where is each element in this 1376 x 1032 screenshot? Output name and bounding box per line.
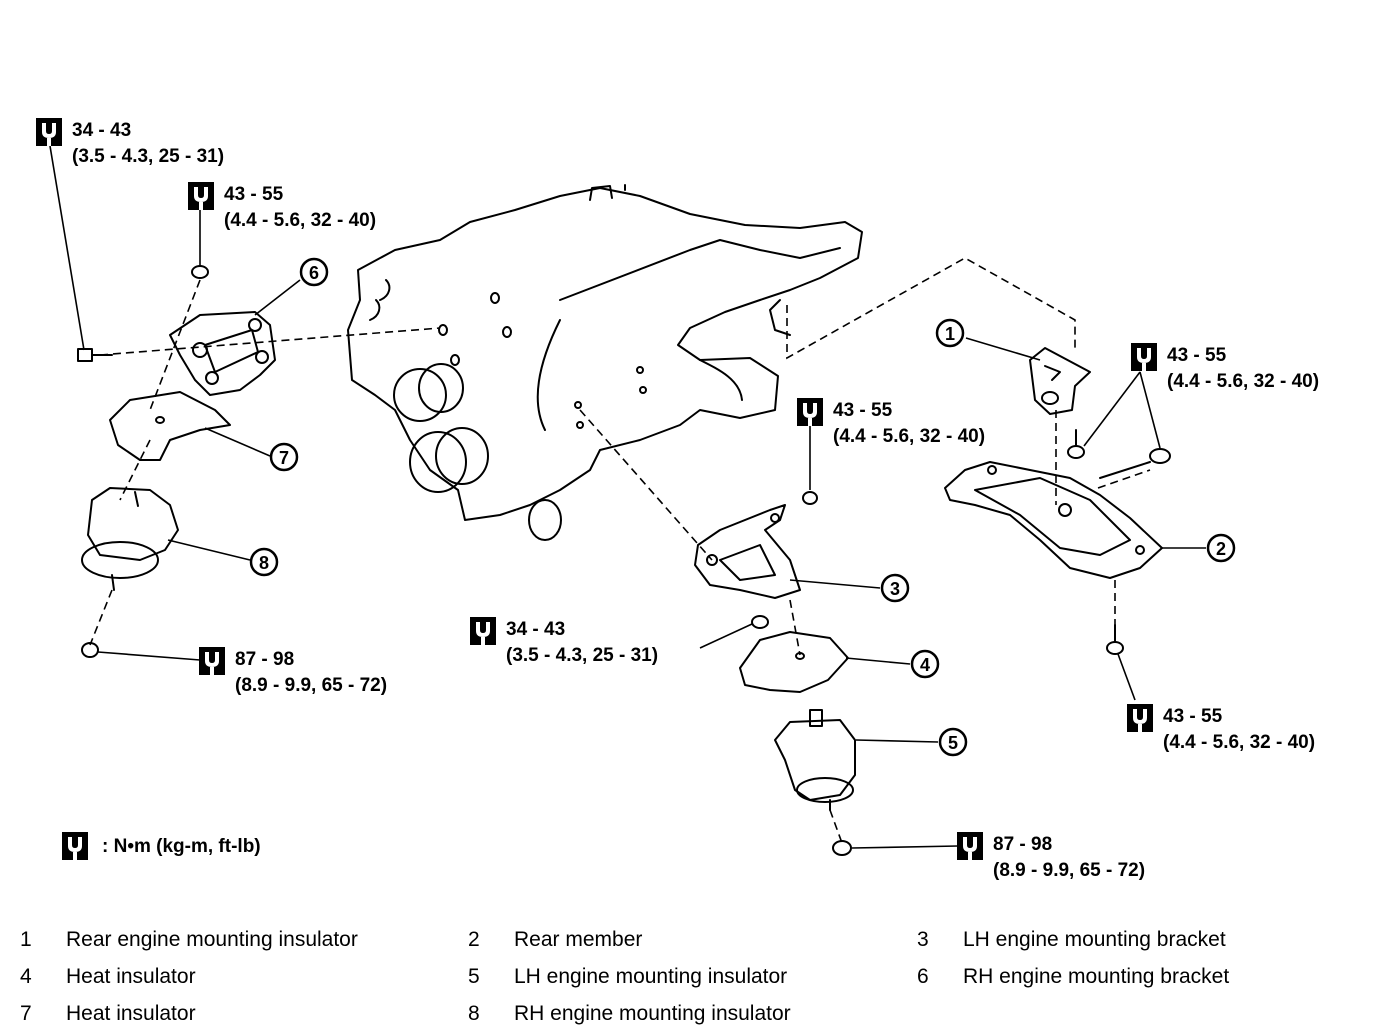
rh-fasteners (77, 265, 209, 658)
callout-1: 1 (935, 318, 965, 348)
svg-text:6: 6 (309, 263, 319, 283)
rear-member-shape (944, 461, 1163, 579)
torque-wrench-icon (199, 647, 225, 675)
leader-lines (49, 145, 1206, 849)
parts-list: 1 Rear engine mounting insulator 2 Rear … (20, 928, 1230, 1025)
callout-3: 3 (880, 573, 910, 603)
lh-heat-insulator-shape (739, 631, 849, 693)
callout-4: 4 (910, 649, 940, 679)
torque-wrench-icon (470, 617, 496, 645)
torque-wrench-icon (62, 832, 88, 860)
callout-2: 2 (1206, 533, 1236, 563)
lh-engine-mounting-insulator-shape (774, 709, 856, 811)
torque-wrench-icon (188, 182, 214, 210)
assembly-lines (89, 257, 1151, 844)
lh-engine-mounting-bracket-shape (694, 504, 801, 599)
callout-7: 7 (269, 442, 299, 472)
rear-engine-mounting-insulator-shape (1029, 347, 1091, 415)
engine-transmission-block (347, 184, 863, 541)
rh-engine-mounting-insulator-shape (81, 487, 179, 591)
rh-heat-insulator-shape (109, 391, 231, 461)
callout-6: 6 (299, 257, 329, 287)
svg-text:3: 3 (890, 579, 900, 599)
svg-text:5: 5 (948, 733, 958, 753)
callout-8: 8 (249, 547, 279, 577)
svg-text:8: 8 (259, 553, 269, 573)
torque-wrench-icon (957, 832, 983, 860)
torque-wrench-icon (1127, 704, 1153, 732)
rear-fasteners (1067, 429, 1171, 655)
svg-text:1: 1 (945, 324, 955, 344)
callout-5: 5 (938, 727, 968, 757)
svg-text:4: 4 (920, 655, 930, 675)
torque-wrench-icon (1131, 343, 1157, 371)
rh-engine-mounting-bracket-shape (169, 311, 276, 396)
torque-wrench-icon (797, 398, 823, 426)
torque-wrench-icon (36, 118, 62, 146)
svg-text:7: 7 (279, 448, 289, 468)
svg-text:2: 2 (1216, 539, 1226, 559)
